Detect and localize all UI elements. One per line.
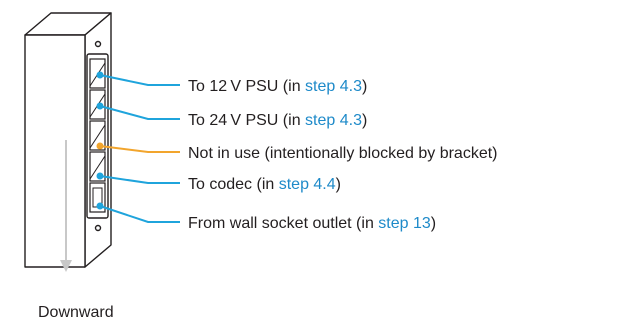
- step-link[interactable]: step 4.3: [305, 78, 362, 95]
- connection-label-4: To codec (in step 4.4): [188, 176, 341, 193]
- step-link[interactable]: step 13: [378, 215, 431, 232]
- label-suffix: ): [362, 112, 367, 129]
- label-text: To codec (in: [188, 176, 279, 193]
- step-link[interactable]: step 4.3: [305, 112, 362, 129]
- step-link[interactable]: step 4.4: [279, 176, 336, 193]
- leader-dot-1: [96, 71, 104, 79]
- connection-label-1: To 12 V PSU (in step 4.3): [188, 78, 367, 95]
- screw-hole-bottom: [94, 224, 102, 232]
- connection-label-5: From wall socket outlet (in step 13): [188, 215, 436, 232]
- leader-line-5: [99, 205, 180, 223]
- leader-line-4: [99, 175, 180, 184]
- arrow-caption: Downward: [38, 304, 114, 321]
- arrow-head: [60, 260, 72, 272]
- leader-dot-3: [96, 142, 104, 150]
- port-4-latch: [89, 155, 106, 180]
- label-text: To 24 V PSU (in: [188, 112, 305, 129]
- label-text: From wall socket outlet (in: [188, 215, 378, 232]
- leader-dot-5: [96, 202, 104, 210]
- leader-line-1: [99, 74, 180, 86]
- label-suffix: ): [336, 176, 341, 193]
- downward-arrow: [60, 140, 72, 272]
- port-3-latch: [89, 124, 106, 149]
- port-group: [89, 58, 106, 213]
- leader-dot-2: [96, 102, 104, 110]
- label-text: Not in use (intentionally blocked by bra…: [188, 145, 498, 162]
- leader-dot-4: [96, 172, 104, 180]
- label-suffix: ): [362, 78, 367, 95]
- label-text: To 12 V PSU (in: [188, 78, 305, 95]
- device-front-face: [24, 34, 86, 268]
- connection-label-3: Not in use (intentionally blocked by bra…: [188, 145, 498, 162]
- connection-label-2: To 24 V PSU (in step 4.3): [188, 112, 367, 129]
- leader-lines: [96, 71, 180, 223]
- leader-line-3: [99, 145, 180, 153]
- label-group: To 12 V PSU (in step 4.3)To 24 V PSU (in…: [188, 78, 498, 232]
- screw-hole-top: [94, 40, 102, 48]
- label-suffix: ): [431, 215, 436, 232]
- leader-line-2: [99, 105, 180, 120]
